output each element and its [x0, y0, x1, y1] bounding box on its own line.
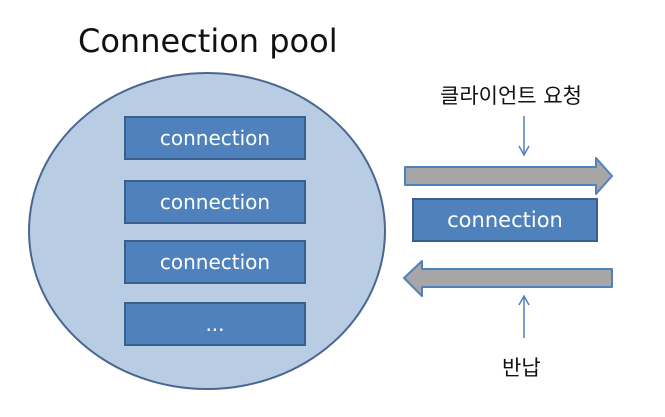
return-label: 반납 — [502, 356, 541, 380]
checkout-arrow-icon — [404, 157, 613, 195]
pool-connection-2: connection — [124, 180, 306, 224]
pool-connection-1: connection — [124, 116, 306, 160]
pool-connection-3: connection — [124, 240, 306, 284]
diagram-title: Connection pool — [78, 22, 338, 60]
pool-connection-more: ... — [124, 302, 306, 346]
return-arrow-icon — [403, 260, 613, 297]
request-pointer-head-icon — [518, 145, 530, 157]
client-request-label: 클라이언트 요청 — [440, 84, 582, 108]
active-connection-box: connection — [412, 198, 598, 242]
return-pointer-head-icon — [518, 294, 530, 306]
